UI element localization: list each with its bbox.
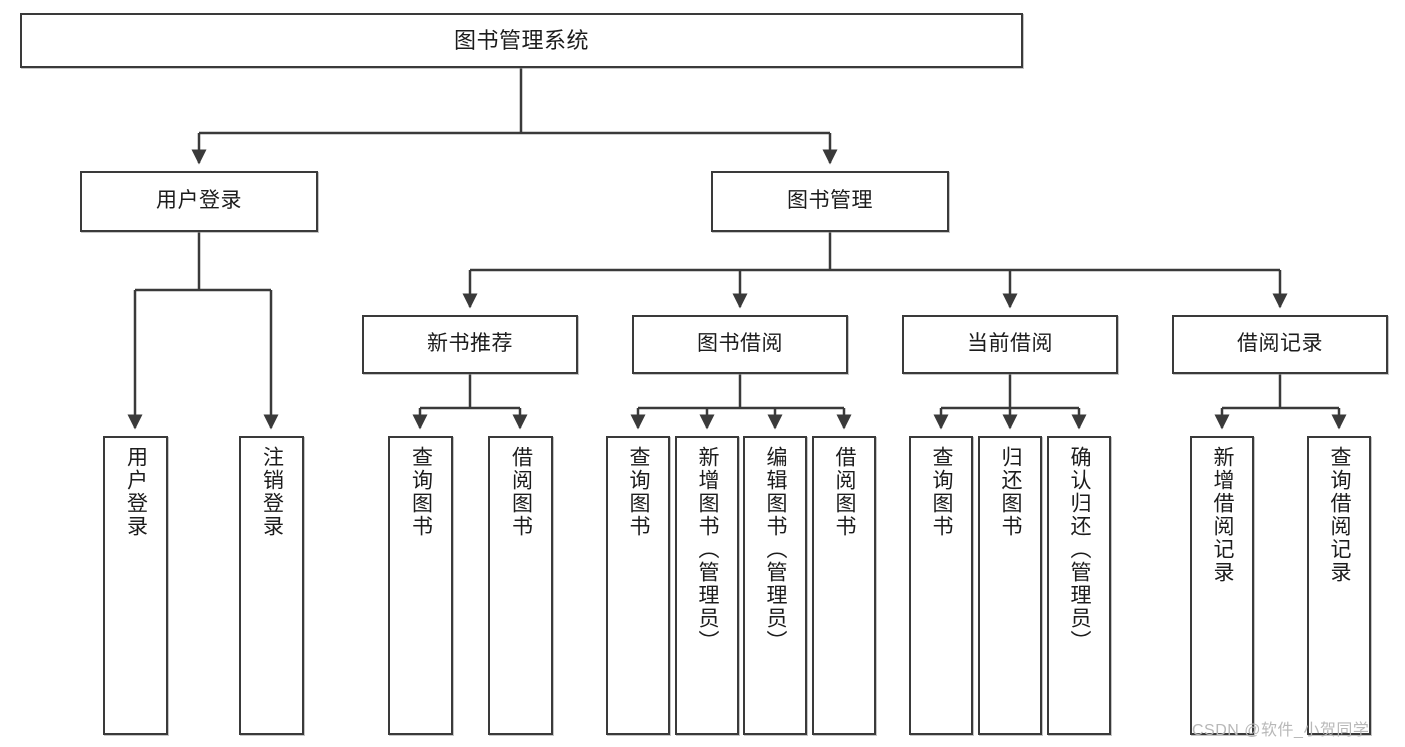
- node-current-borrow[interactable]: 当前借阅: [902, 315, 1118, 374]
- node-leaf-query-book-3[interactable]: 查询图书: [909, 436, 973, 735]
- node-leaf-user-login[interactable]: 用户登录: [103, 436, 168, 735]
- node-leaf-query-record-label: 查询借阅记录: [1328, 446, 1352, 584]
- node-leaf-edit-book-label: 编辑图书（管理员）: [764, 446, 788, 653]
- node-leaf-add-book-label: 新增图书（管理员）: [696, 446, 720, 653]
- node-leaf-edit-book[interactable]: 编辑图书（管理员）: [743, 436, 807, 735]
- node-leaf-query-record[interactable]: 查询借阅记录: [1307, 436, 1371, 735]
- node-new-book-recommend[interactable]: 新书推荐: [362, 315, 578, 374]
- node-leaf-query-book-2[interactable]: 查询图书: [606, 436, 670, 735]
- node-leaf-return-book[interactable]: 归还图书: [978, 436, 1042, 735]
- node-leaf-query-book-1[interactable]: 查询图书: [388, 436, 453, 735]
- node-leaf-confirm-return[interactable]: 确认归还（管理员）: [1047, 436, 1111, 735]
- node-leaf-add-record[interactable]: 新增借阅记录: [1190, 436, 1254, 735]
- node-leaf-query-book-3-label: 查询图书: [930, 446, 954, 538]
- node-leaf-borrow-book-1-label: 借阅图书: [509, 446, 533, 538]
- node-borrow-record-label: 借阅记录: [1237, 332, 1323, 356]
- node-root[interactable]: 图书管理系统: [20, 13, 1023, 68]
- node-current-borrow-label: 当前借阅: [967, 332, 1053, 356]
- node-leaf-borrow-book-1[interactable]: 借阅图书: [488, 436, 553, 735]
- node-user-login-label: 用户登录: [156, 189, 242, 213]
- node-leaf-borrow-book-2[interactable]: 借阅图书: [812, 436, 876, 735]
- node-leaf-return-book-label: 归还图书: [999, 446, 1023, 538]
- node-leaf-add-book[interactable]: 新增图书（管理员）: [675, 436, 739, 735]
- node-book-borrow[interactable]: 图书借阅: [632, 315, 848, 374]
- node-leaf-logout-login-label: 注销登录: [260, 446, 284, 538]
- node-new-book-recommend-label: 新书推荐: [427, 332, 513, 356]
- node-book-manage[interactable]: 图书管理: [711, 171, 949, 232]
- node-leaf-logout-login[interactable]: 注销登录: [239, 436, 304, 735]
- node-leaf-add-record-label: 新增借阅记录: [1211, 446, 1235, 584]
- node-borrow-record[interactable]: 借阅记录: [1172, 315, 1388, 374]
- node-book-manage-label: 图书管理: [787, 189, 873, 213]
- node-leaf-query-book-2-label: 查询图书: [627, 446, 651, 538]
- node-leaf-borrow-book-2-label: 借阅图书: [833, 446, 857, 538]
- node-book-borrow-label: 图书借阅: [697, 332, 783, 356]
- node-root-label: 图书管理系统: [453, 27, 589, 53]
- node-leaf-user-login-label: 用户登录: [124, 446, 148, 538]
- node-user-login[interactable]: 用户登录: [80, 171, 318, 232]
- node-leaf-query-book-1-label: 查询图书: [409, 446, 433, 538]
- node-leaf-confirm-return-label: 确认归还（管理员）: [1068, 446, 1092, 653]
